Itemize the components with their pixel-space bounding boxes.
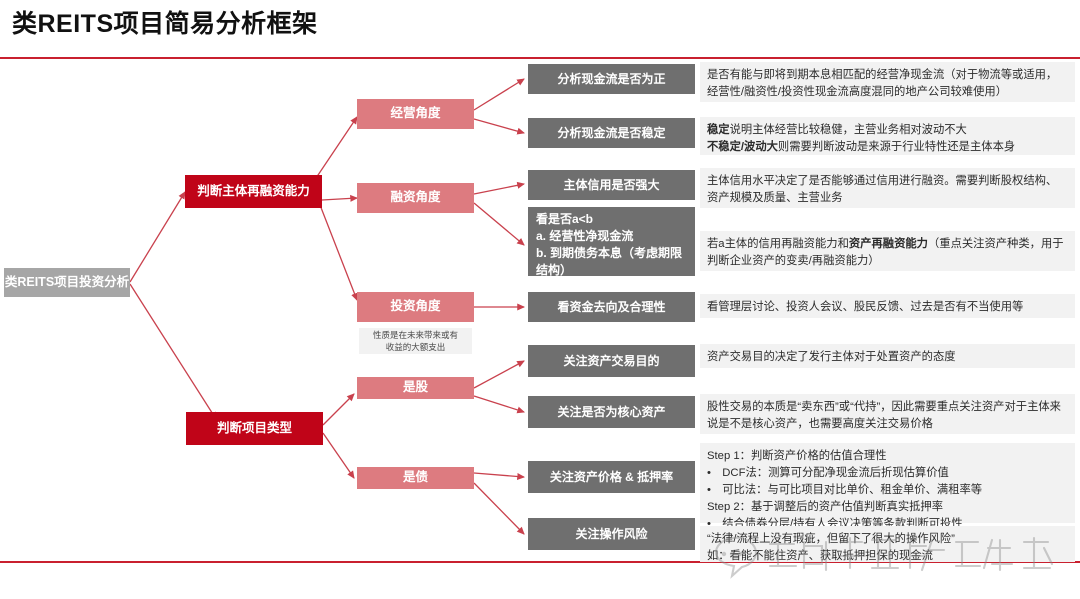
item-label-credit-strong[interactable]: 主体信用是否强大	[528, 170, 695, 200]
page-title: 类REITS项目简易分析框架	[12, 10, 318, 38]
item-label-text: 看是否a<b a. 经营性净现金流 b. 到期债务本息（考虑期限结构）	[536, 212, 682, 278]
item-desc-price-ltv: Step 1：判断资产价格的估值合理性 • DCF法：测算可分配净现金流后折现估…	[700, 443, 1075, 530]
angle-node-investing-note-text: 性质是在未来带来或有 收益的大额支出	[372, 329, 458, 352]
item-label-text: 关注操作风险	[575, 526, 648, 541]
root-node[interactable]: 类REITS项目投资分析	[4, 268, 130, 297]
item-label-a-lt-b[interactable]: 看是否a<b a. 经营性净现金流 b. 到期债务本息（考虑期限结构）	[528, 207, 695, 278]
angle-node-investing-note: 性质是在未来带来或有 收益的大额支出	[359, 328, 472, 354]
item-label-text: 分析现金流是否稳定	[557, 125, 666, 140]
header-divider	[0, 57, 1080, 59]
item-label-text: 主体信用是否强大	[563, 177, 660, 192]
item-label-fund-usage[interactable]: 看资金去向及合理性	[528, 292, 695, 322]
item-label-cashflow-stable[interactable]: 分析现金流是否稳定	[528, 118, 695, 148]
branch-node-project-type-label: 判断项目类型	[216, 420, 292, 435]
branch-node-project-type[interactable]: 判断项目类型	[186, 412, 323, 445]
angle-node-debt-label: 是债	[402, 470, 428, 485]
item-desc-a-lt-b: 若a主体的信用再融资能力和资产再融资能力（重点关注资产种类，用于判断企业资产的变…	[700, 231, 1075, 271]
root-node-label: 类REITS项目投资分析	[4, 274, 130, 289]
angle-node-investing-label: 投资角度	[390, 299, 441, 314]
item-desc-cashflow-stable: 稳定说明主体经营比较稳健，主营业务相对波动不大 不稳定/波动大则需要判断波动是来…	[700, 117, 1075, 155]
item-label-text: 关注资产交易目的	[563, 353, 660, 368]
item-label-price-ltv[interactable]: 关注资产价格 & 抵押率	[528, 461, 695, 493]
item-desc-fund-usage: 看管理层讨论、投资人会议、股民反馈、过去是否有不当使用等	[700, 294, 1075, 318]
item-label-deal-purpose[interactable]: 关注资产交易目的	[528, 345, 695, 377]
item-label-core-asset[interactable]: 关注是否为核心资产	[528, 396, 695, 428]
angle-node-financing[interactable]: 融资角度	[357, 183, 474, 213]
branch-node-refinance-label: 判断主体再融资能力	[197, 183, 310, 198]
item-desc-core-asset: 股性交易的本质是“卖东西”或“代持”，因此需要重点关注资产对于主体来说是不是核心…	[700, 394, 1075, 434]
angle-node-equity-label: 是股	[402, 380, 428, 395]
item-label-text: 看资金去向及合理性	[557, 299, 666, 314]
item-label-text: 关注是否为核心资产	[557, 404, 666, 419]
angle-node-operating-label: 经营角度	[390, 106, 441, 121]
angle-node-financing-label: 融资角度	[390, 190, 441, 205]
item-label-operation-risk[interactable]: 关注操作风险	[528, 518, 695, 550]
branch-node-refinance[interactable]: 判断主体再融资能力	[185, 175, 322, 208]
angle-node-equity[interactable]: 是股	[357, 377, 474, 399]
angle-node-operating[interactable]: 经营角度	[357, 99, 474, 129]
item-desc-operation-risk: “法律/流程上没有瑕疵，但留下了很大的操作风险” 如：看能不能住资产、获取抵押担…	[700, 526, 1075, 562]
item-desc-cashflow-positive: 是否有能与即将到期本息相匹配的经营净现金流（对于物流等或适用，经营性/融资性/投…	[700, 62, 1075, 102]
item-desc-deal-purpose: 资产交易目的决定了发行主体对于处置资产的态度	[700, 344, 1075, 368]
item-label-text: 关注资产价格 & 抵押率	[549, 469, 674, 484]
angle-node-investing[interactable]: 投资角度	[357, 292, 474, 322]
item-label-text: 分析现金流是否为正	[557, 71, 666, 86]
item-desc-credit-strong: 主体信用水平决定了是否能够通过信用进行融资。需要判断股权结构、资产规模及质量、主…	[700, 168, 1075, 208]
footer-divider	[0, 561, 1080, 563]
angle-node-debt[interactable]: 是债	[357, 467, 474, 489]
item-label-cashflow-positive[interactable]: 分析现金流是否为正	[528, 64, 695, 94]
